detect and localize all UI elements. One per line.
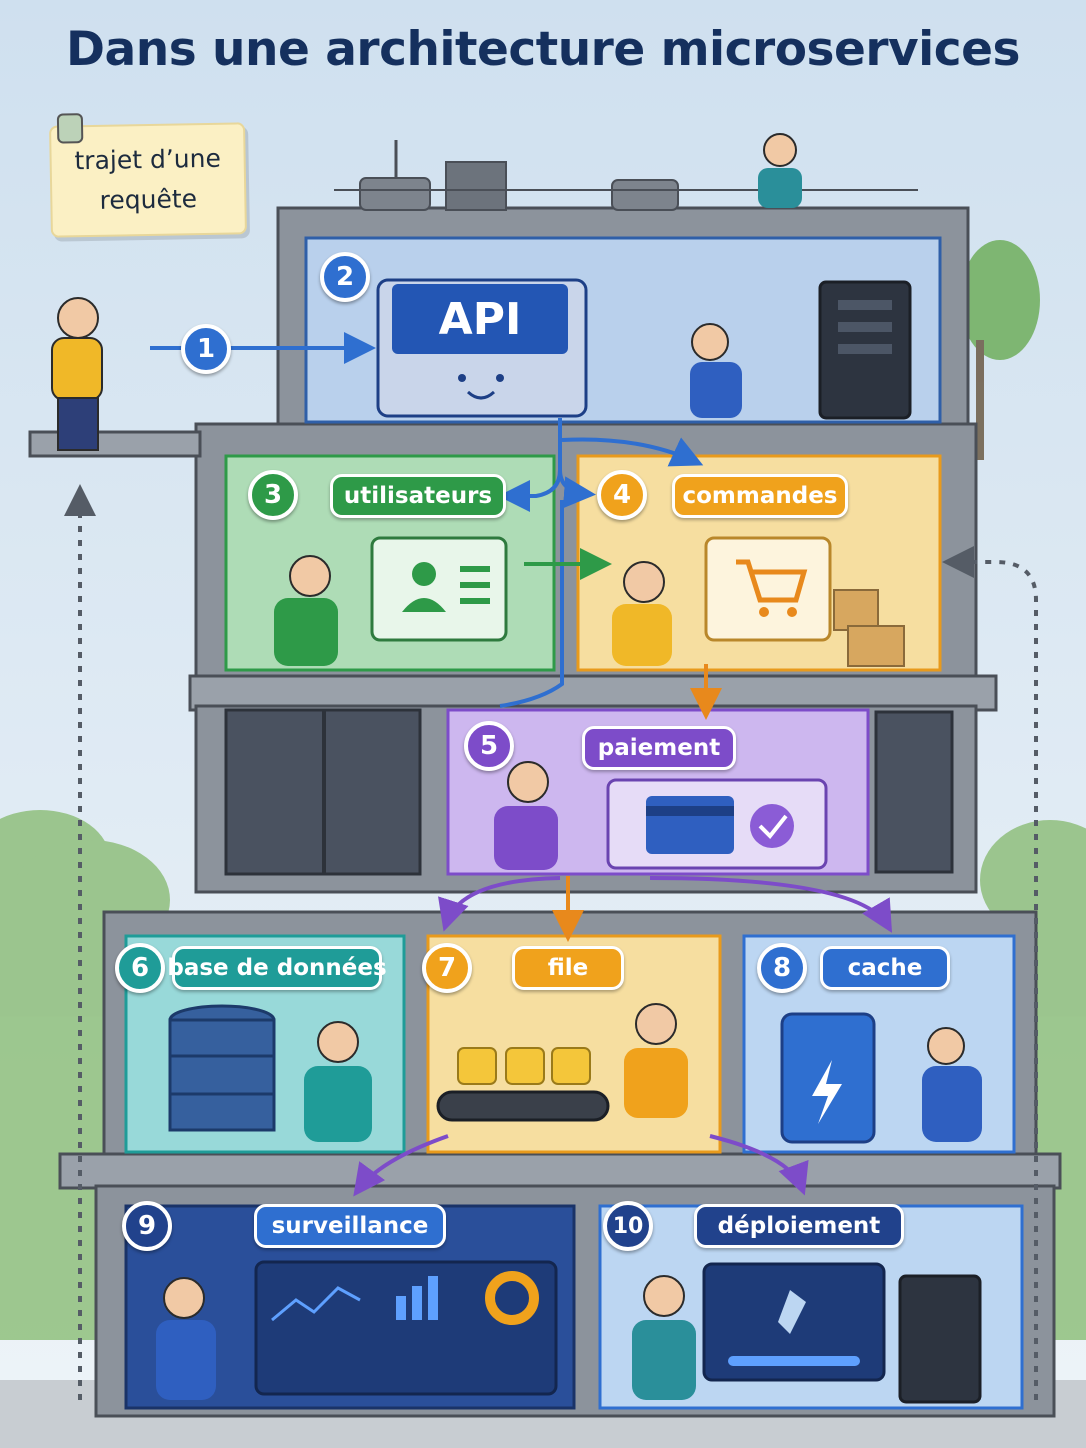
step-3-badge: 3 <box>248 470 298 520</box>
step-4-badge: 4 <box>597 470 647 520</box>
sticky-note: trajet d’une requête <box>49 113 247 238</box>
service-label-commandes: commandes <box>672 474 848 518</box>
room-api <box>304 236 942 424</box>
step-7-badge: 7 <box>422 943 472 993</box>
page-title: Dans une architecture microservices <box>66 22 1020 77</box>
clip-icon <box>56 113 84 144</box>
note-line-1: trajet d’une <box>74 143 222 176</box>
step-2-badge: 2 <box>320 252 370 302</box>
note-line-2: requête <box>99 184 198 215</box>
service-label-deploiement: déploiement <box>694 1204 904 1248</box>
service-label-base-de-donnees: base de données <box>167 946 387 990</box>
service-label-utilisateurs: utilisateurs <box>330 474 506 518</box>
step-5-badge: 5 <box>464 721 514 771</box>
step-9-badge: 9 <box>122 1201 172 1251</box>
room-closed-doors <box>224 708 954 876</box>
step-8-badge: 8 <box>757 943 807 993</box>
step-1-badge: 1 <box>181 324 231 374</box>
service-label-file: file <box>512 946 624 990</box>
service-label-paiement: paiement <box>582 726 736 770</box>
api-gateway-label: API <box>438 293 522 345</box>
service-label-surveillance: surveillance <box>254 1204 446 1248</box>
people <box>51 133 982 1400</box>
flow-arrows <box>64 332 1038 1400</box>
service-label-cache: cache <box>820 946 950 990</box>
step-10-badge: 10 <box>603 1201 653 1251</box>
step-6-badge: 6 <box>115 943 165 993</box>
